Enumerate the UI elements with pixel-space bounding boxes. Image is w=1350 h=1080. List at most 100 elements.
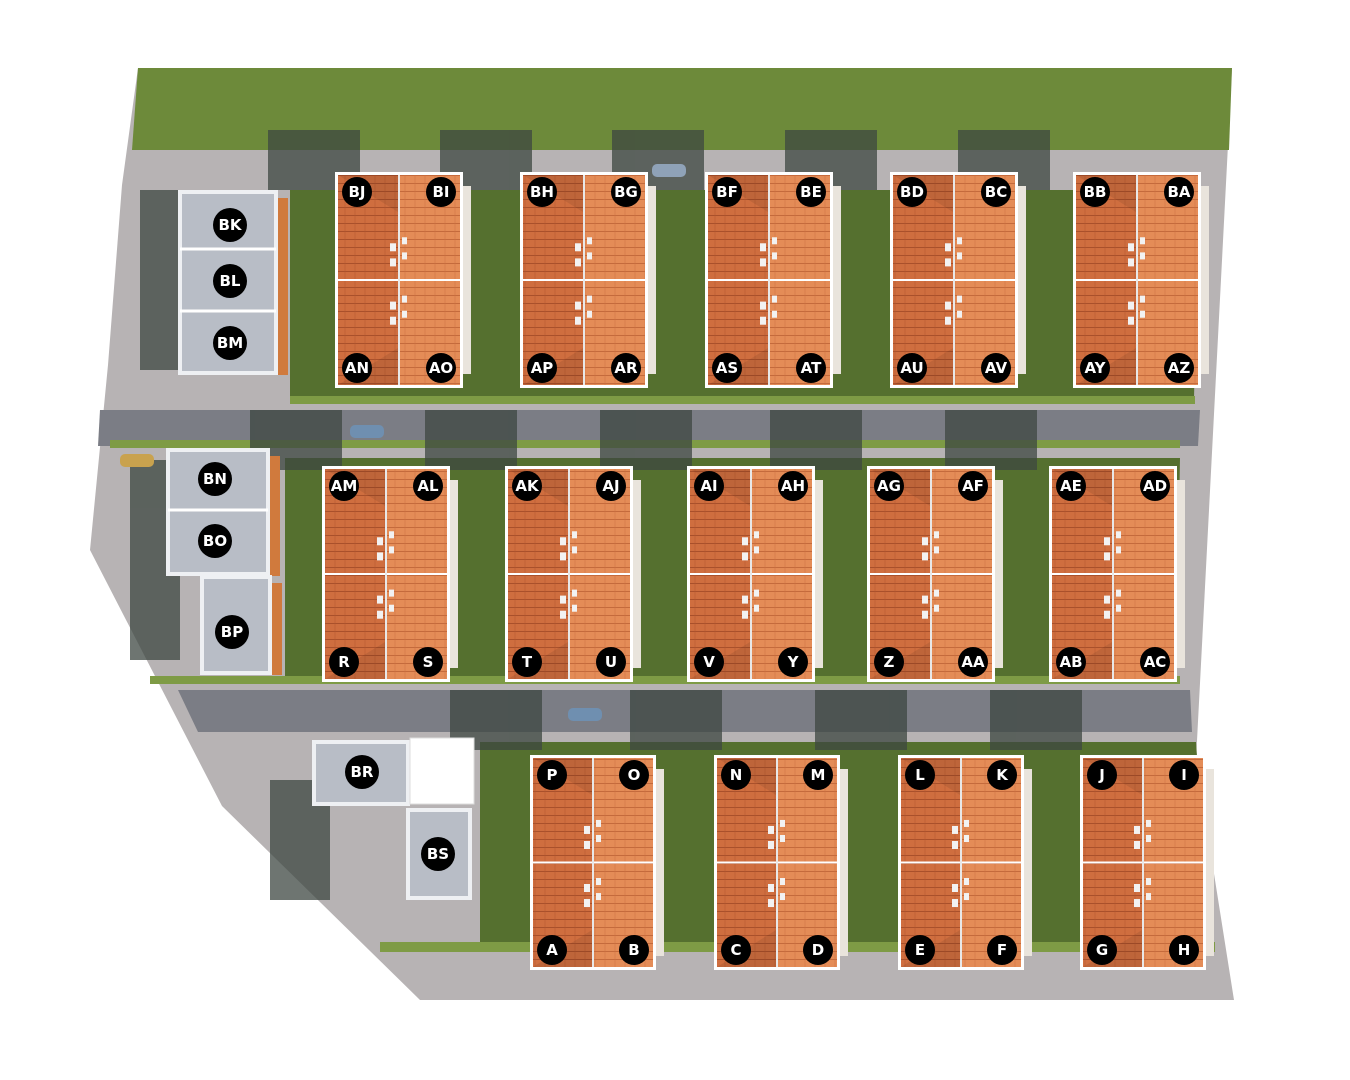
- house-block[interactable]: BF BE AS AT: [705, 172, 841, 388]
- chimney: [389, 546, 394, 554]
- unit-marker[interactable]: BD: [897, 177, 927, 207]
- unit-marker[interactable]: I: [1169, 760, 1199, 790]
- unit-marker[interactable]: AT: [796, 353, 826, 383]
- chimney: [1146, 893, 1151, 901]
- unit-marker[interactable]: AU: [897, 353, 927, 383]
- unit-marker[interactable]: K: [987, 760, 1017, 790]
- unit-marker[interactable]: AI: [694, 471, 724, 501]
- unit-marker[interactable]: O: [619, 760, 649, 790]
- house-block[interactable]: BB BA AY AZ: [1073, 172, 1209, 388]
- chimney: [389, 604, 394, 612]
- marker-dot: [213, 264, 247, 298]
- unit-marker[interactable]: BJ: [342, 177, 372, 207]
- flat-building[interactable]: BK BL BM: [178, 190, 288, 375]
- house-block[interactable]: AM AL R S: [322, 466, 458, 682]
- flat-building[interactable]: BN BO: [166, 448, 280, 576]
- unit-marker[interactable]: U: [596, 647, 626, 677]
- house-block[interactable]: BD BC AU AV: [890, 172, 1026, 388]
- unit-marker[interactable]: BI: [426, 177, 456, 207]
- unit-marker[interactable]: C: [721, 935, 751, 965]
- unit-marker[interactable]: N: [721, 760, 751, 790]
- marker-dot: [426, 177, 456, 207]
- unit-marker[interactable]: AR: [611, 353, 641, 383]
- unit-marker[interactable]: D: [803, 935, 833, 965]
- unit-marker[interactable]: AO: [426, 353, 456, 383]
- unit-marker[interactable]: BH: [527, 177, 557, 207]
- unit-marker[interactable]: BM: [213, 326, 247, 360]
- house-block[interactable]: P O A B: [530, 755, 664, 970]
- unit-marker[interactable]: P: [537, 760, 567, 790]
- chimney: [922, 552, 928, 561]
- unit-marker[interactable]: AE: [1056, 471, 1086, 501]
- unit-marker[interactable]: B: [619, 935, 649, 965]
- unit-marker[interactable]: AA: [958, 647, 988, 677]
- flat-building[interactable]: BS: [406, 808, 472, 900]
- unit-marker[interactable]: AM: [329, 471, 359, 501]
- unit-marker[interactable]: BO: [198, 524, 232, 558]
- unit-marker[interactable]: S: [413, 647, 443, 677]
- unit-marker[interactable]: AD: [1140, 471, 1170, 501]
- unit-marker[interactable]: BG: [611, 177, 641, 207]
- unit-marker[interactable]: M: [803, 760, 833, 790]
- house-block[interactable]: L K E F: [898, 755, 1032, 970]
- unit-marker[interactable]: J: [1087, 760, 1117, 790]
- unit-marker[interactable]: BK: [213, 208, 247, 242]
- unit-marker[interactable]: BL: [213, 264, 247, 298]
- flat-building[interactable]: BP: [200, 575, 282, 675]
- unit-marker[interactable]: V: [694, 647, 724, 677]
- unit-marker[interactable]: T: [512, 647, 542, 677]
- unit-marker[interactable]: BA: [1164, 177, 1194, 207]
- unit-marker[interactable]: BP: [215, 615, 249, 649]
- unit-marker[interactable]: AB: [1056, 647, 1086, 677]
- unit-label: F: [997, 941, 1007, 959]
- flat-building[interactable]: BR: [312, 737, 475, 806]
- unit-marker[interactable]: AL: [413, 471, 443, 501]
- unit-marker[interactable]: BE: [796, 177, 826, 207]
- unit-marker[interactable]: Y: [778, 647, 808, 677]
- unit-marker[interactable]: BN: [198, 462, 232, 496]
- house-block[interactable]: AG AF Z AA: [867, 466, 1003, 682]
- chimney: [575, 258, 581, 267]
- unit-marker[interactable]: BS: [421, 837, 455, 871]
- marker-dot: [342, 353, 372, 383]
- unit-marker[interactable]: Z: [874, 647, 904, 677]
- chimney: [572, 531, 577, 539]
- house-block[interactable]: N M C D: [714, 755, 848, 970]
- unit-marker[interactable]: R: [329, 647, 359, 677]
- unit-marker[interactable]: AG: [874, 471, 904, 501]
- unit-marker[interactable]: G: [1087, 935, 1117, 965]
- chimney: [390, 243, 396, 252]
- unit-marker[interactable]: BF: [712, 177, 742, 207]
- unit-marker[interactable]: L: [905, 760, 935, 790]
- unit-marker[interactable]: AK: [512, 471, 542, 501]
- unit-marker[interactable]: E: [905, 935, 935, 965]
- marker-dot: [1140, 647, 1170, 677]
- unit-marker[interactable]: AZ: [1164, 353, 1194, 383]
- unit-marker[interactable]: AJ: [596, 471, 626, 501]
- house-block[interactable]: AE AD AB AC: [1049, 466, 1185, 682]
- unit-marker[interactable]: A: [537, 935, 567, 965]
- chimney: [1104, 595, 1110, 604]
- unit-marker[interactable]: H: [1169, 935, 1199, 965]
- house-block[interactable]: AK AJ T U: [505, 466, 641, 682]
- unit-marker[interactable]: AN: [342, 353, 372, 383]
- unit-marker[interactable]: AP: [527, 353, 557, 383]
- unit-marker[interactable]: BR: [345, 755, 379, 789]
- house-block[interactable]: BJ BI AN AO: [335, 172, 471, 388]
- unit-marker[interactable]: AH: [778, 471, 808, 501]
- side-wall: [1018, 186, 1026, 374]
- house-block[interactable]: AI AH V Y: [687, 466, 823, 682]
- side-wall: [815, 480, 823, 668]
- unit-marker[interactable]: BB: [1080, 177, 1110, 207]
- house-block[interactable]: BH BG AP AR: [520, 172, 656, 388]
- unit-marker[interactable]: AV: [981, 353, 1011, 383]
- house-block[interactable]: J I G H: [1080, 755, 1214, 970]
- unit-marker[interactable]: BC: [981, 177, 1011, 207]
- unit-marker[interactable]: AF: [958, 471, 988, 501]
- unit-marker[interactable]: F: [987, 935, 1017, 965]
- unit-marker[interactable]: AC: [1140, 647, 1170, 677]
- chimney: [1140, 252, 1145, 260]
- chimney: [772, 252, 777, 260]
- unit-marker[interactable]: AS: [712, 353, 742, 383]
- unit-marker[interactable]: AY: [1080, 353, 1110, 383]
